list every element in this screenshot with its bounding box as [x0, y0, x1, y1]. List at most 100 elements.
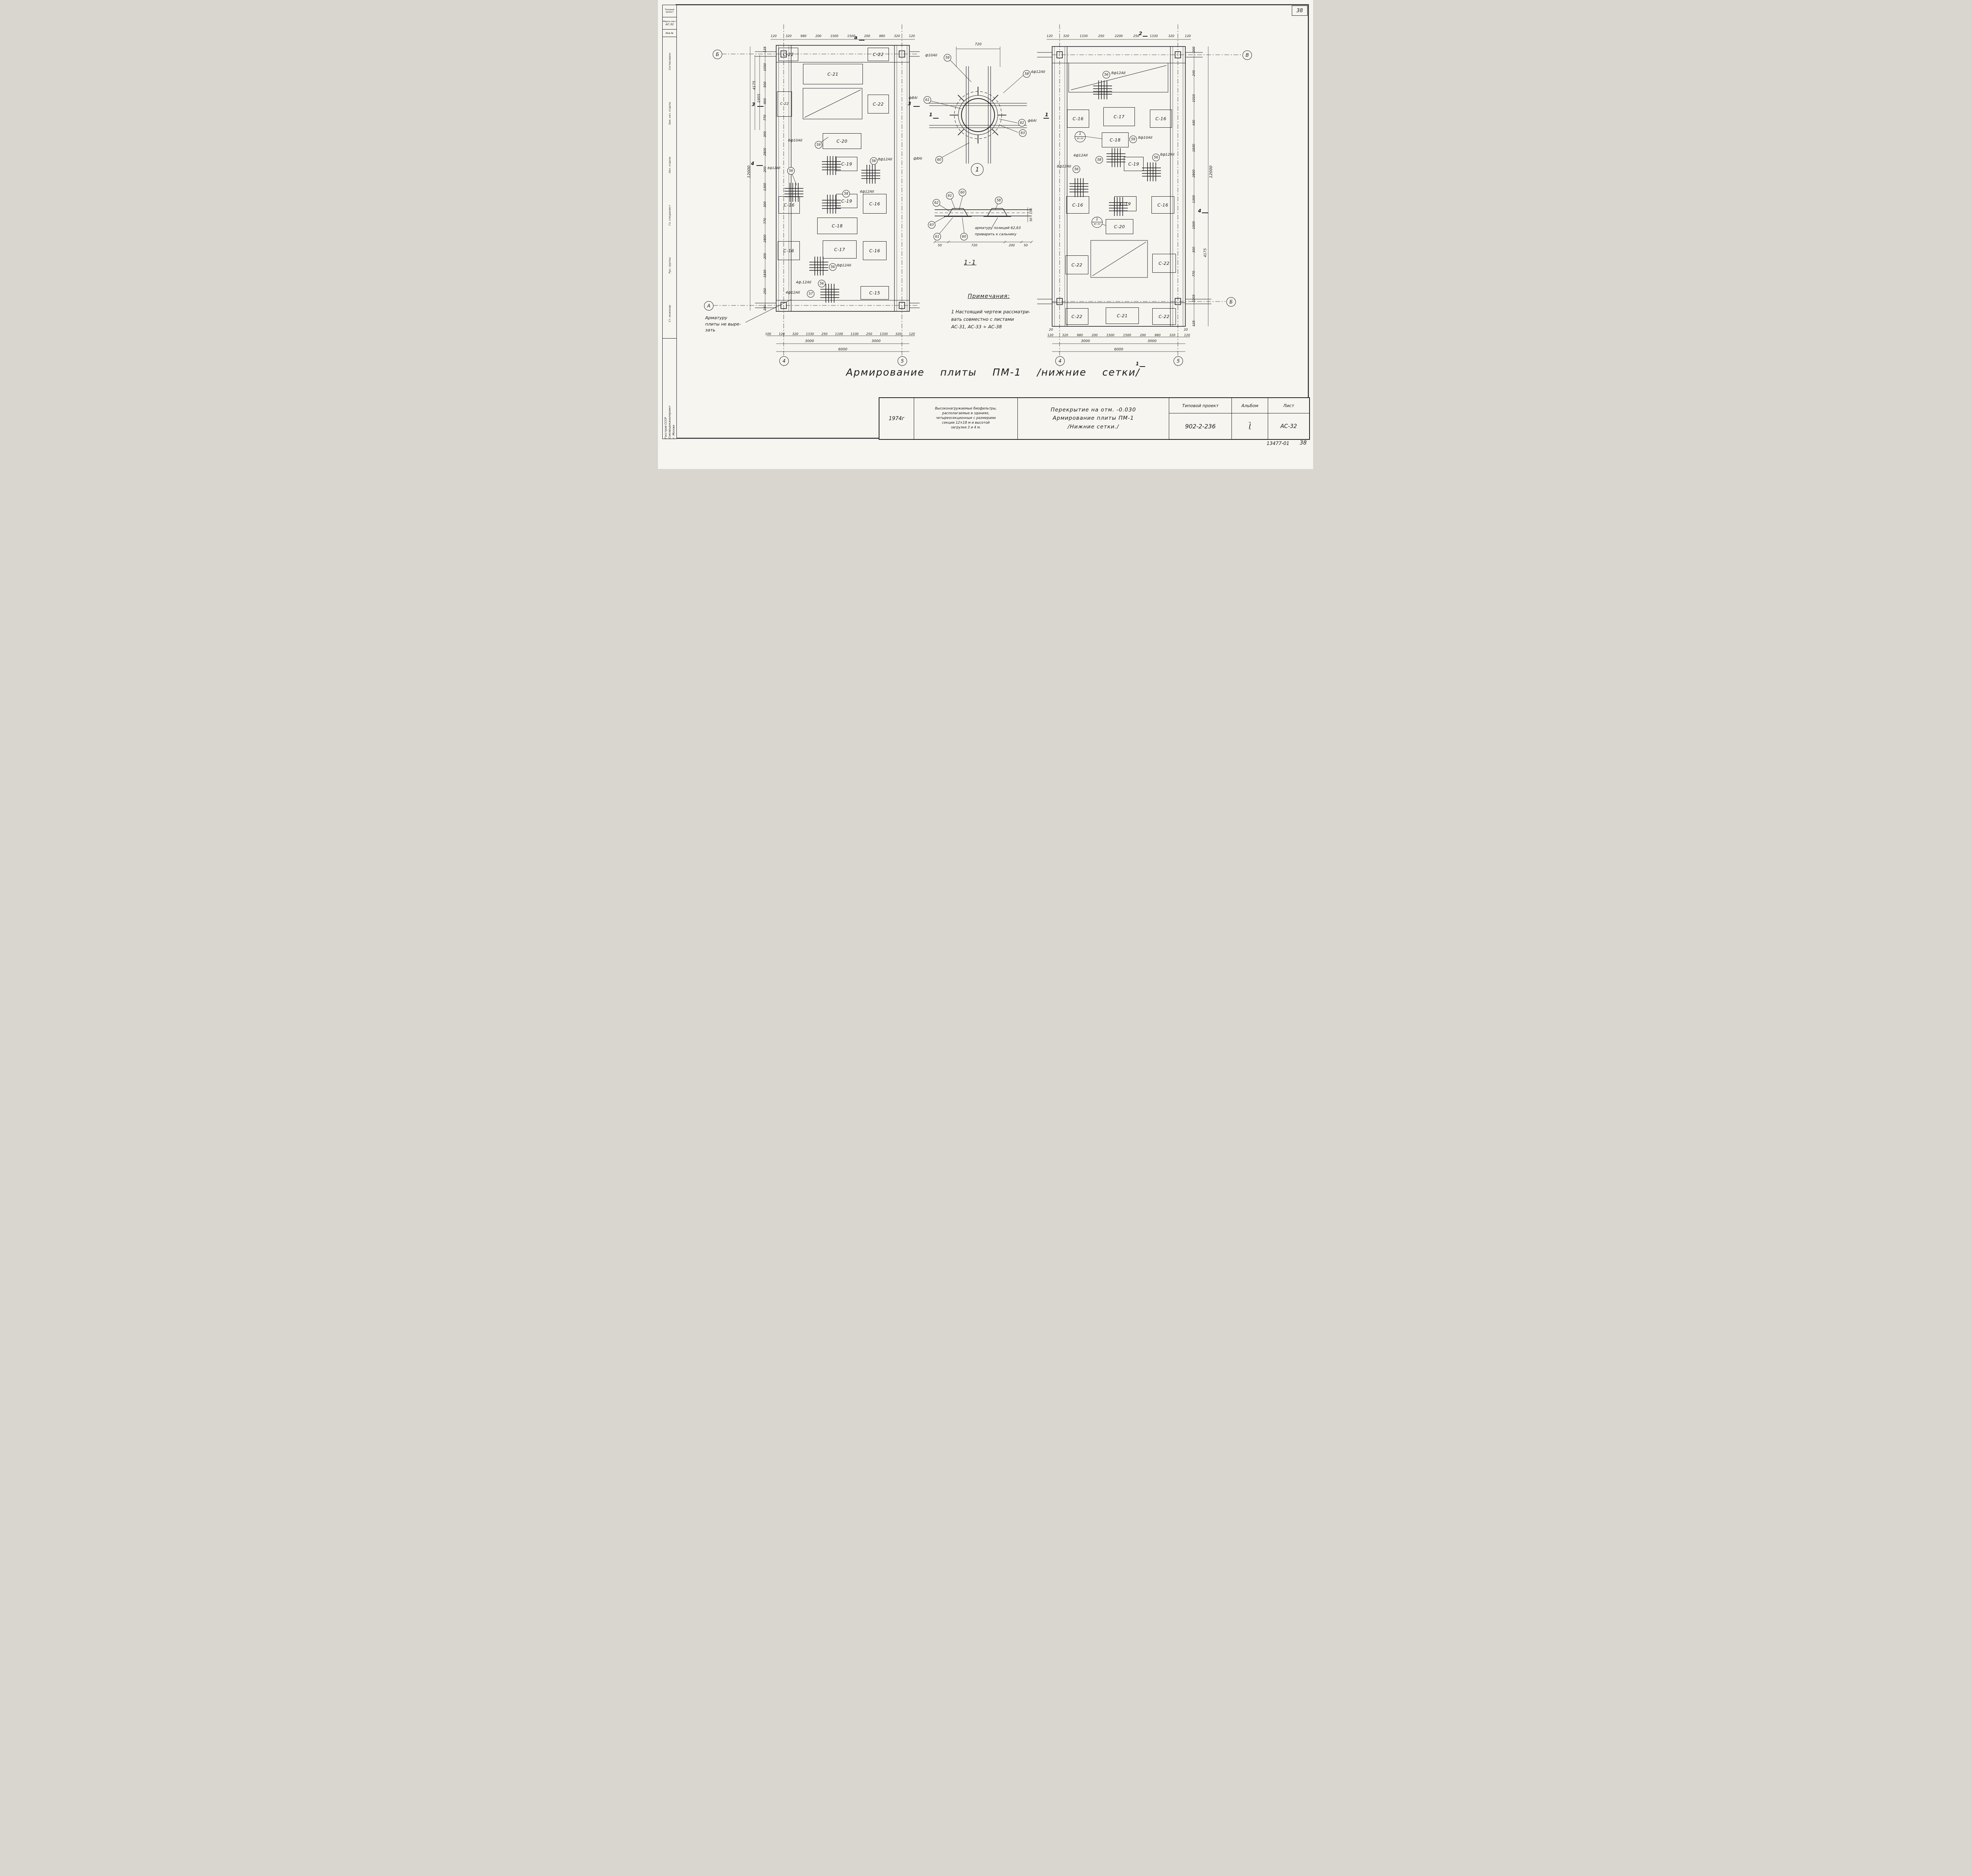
title-block-facility-cell: Высоконагружаемые биофильтры, располагае…: [914, 398, 1018, 439]
sidebar-signature-row: Зам. нач. отдела: [668, 102, 671, 125]
mesh-label: С-22: [783, 52, 794, 57]
mesh-label: С-22: [780, 102, 789, 106]
section-title: 1-1: [964, 259, 977, 266]
facility-line: Высоконагружаемые биофильтры,: [935, 407, 997, 411]
mesh-label: С-22: [873, 101, 884, 107]
dim-label: 120: [1047, 333, 1054, 337]
dim-label: 770: [1192, 270, 1196, 277]
dim-label: 500: [763, 81, 767, 88]
dim-label: 980: [800, 34, 807, 38]
sidebar-signature-row: Рук. группы: [668, 257, 671, 274]
section-dim-720: 720: [971, 244, 978, 247]
mesh-cell-r-c20: С-20: [1106, 219, 1133, 234]
mesh-label: С-17: [834, 247, 845, 252]
callout-8f12-b: 8ф12АII: [878, 158, 892, 162]
mesh-cell-c18: С-18: [817, 218, 857, 234]
dim-label: 320: [785, 34, 792, 38]
dim-1955: 1955: [757, 94, 761, 103]
dim-label: 320: [1168, 34, 1174, 38]
bubble-number: 59: [1131, 137, 1135, 141]
callout-4f12: 4ф12АII: [860, 190, 874, 194]
right-callout-8f12-l: 8ф12АII: [1057, 165, 1071, 169]
dim-label: 900: [763, 98, 767, 104]
bubble-number: 56: [820, 281, 824, 286]
sheet-title-line: Перекрытие на отм. -0.030: [1051, 406, 1136, 413]
bubble-number: 56: [1154, 155, 1158, 160]
dim-label: 3000: [1148, 339, 1157, 343]
mesh-cell-c15: С-15: [861, 286, 889, 300]
sidebar-signatures: Согласовано Зам. нач. отдела Нач. отдела…: [663, 37, 676, 338]
dim-label: 100: [765, 332, 771, 336]
mesh-cell-r-c22-2: С-22: [1152, 254, 1176, 273]
bubble-number: 58: [1097, 158, 1101, 162]
detail-dim-720: 720: [974, 43, 982, 47]
position-bubble-56d: 56: [818, 280, 825, 287]
detail-marker-1a: 1: [929, 112, 933, 117]
node-sheet: АС-32: [1094, 223, 1101, 225]
dim-label: 120: [1047, 34, 1053, 38]
opening-detail-lines: [913, 47, 1049, 164]
right-bubble-56top: 56: [1103, 71, 1110, 78]
dim-label: 1100: [850, 332, 859, 336]
section-dim-50r: 50: [1029, 218, 1033, 222]
section-marker-a: а: [854, 35, 858, 40]
corner-sheet-number: 38: [1296, 7, 1303, 14]
bubble-number: 62: [934, 201, 939, 205]
note-line: зать: [705, 328, 715, 333]
section-bubble-63: 63: [928, 221, 935, 229]
drawing-title: Армирование плиты ПМ-1 /нижние сетки/: [846, 367, 1140, 378]
mesh-cell-c16-r1: С-16: [863, 194, 887, 214]
right-callout-8f10: 8ф10АII: [1138, 136, 1153, 140]
callout-8f12-c: 8ф12АII: [837, 264, 851, 268]
dim-label: 300: [1192, 247, 1196, 253]
mesh-cell-r-c16-4: С-16: [1151, 196, 1174, 214]
section-bubble-60: 60: [959, 189, 966, 196]
mesh-label: С-16: [1072, 202, 1083, 208]
dim-label: 1900: [1192, 221, 1196, 229]
axis-bubble-A-left: А: [704, 301, 714, 311]
axis-bubble-4-left: 4: [779, 356, 789, 366]
dim-label: 980: [1077, 333, 1083, 337]
axis-bubble-B-left: Б: [713, 50, 722, 59]
note-line: арматуру позиций 62,63: [975, 226, 1021, 230]
mesh-label: С-16: [1155, 116, 1166, 121]
mesh-cell-r-c16-2: С-16: [1150, 110, 1172, 128]
bubble-number: 61: [948, 194, 952, 198]
dim-label: 125: [763, 47, 767, 53]
axis-bubble-B-right: Б: [1226, 297, 1236, 307]
dim-label: 980: [1154, 333, 1161, 337]
dim-label: 3205: [1192, 294, 1196, 303]
dim-label: 770: [763, 218, 767, 224]
dim-12000: 12000: [747, 166, 751, 178]
dim-label: 2800: [763, 234, 767, 243]
dim-label: 770: [763, 114, 767, 121]
axis-letter: А: [707, 303, 711, 309]
mesh-label: С-21: [827, 71, 838, 77]
note-line: Арматуру: [705, 315, 727, 320]
bubble-number: 58: [1025, 72, 1029, 76]
axis-letter: Б: [715, 52, 719, 57]
dim-label: 1050: [763, 63, 767, 71]
dim-label: 320: [894, 34, 900, 38]
axis-number: 5: [1177, 358, 1180, 364]
position-bubble-59: 59: [815, 141, 822, 149]
detail-callout-f8a: ф8АI: [909, 96, 918, 100]
dim-label: 2200: [1114, 34, 1123, 38]
sidebar-box-project: Типовой проект: [663, 5, 676, 17]
mesh-cell-c22-ml: С-22: [777, 91, 792, 117]
bubble-number: 59: [945, 56, 950, 60]
right-callout-8f12-r: 8ф12АII: [1160, 153, 1175, 157]
mesh-cell-c16-l1: С-16: [779, 196, 800, 214]
dim-label: 3000: [805, 339, 814, 343]
mesh-label: С-19: [841, 161, 852, 167]
dim-label: 300: [763, 201, 767, 208]
detail-bubble-58: 58: [1023, 70, 1030, 78]
detail-callout-f6: ф6АI: [1028, 119, 1037, 123]
dim-label: 1500: [1106, 333, 1114, 337]
detail-callout-f8b: ф8АI: [913, 157, 922, 161]
facility-line: загрузки 3 и 4 м.: [951, 425, 981, 430]
dim-label: 250: [1098, 34, 1105, 38]
